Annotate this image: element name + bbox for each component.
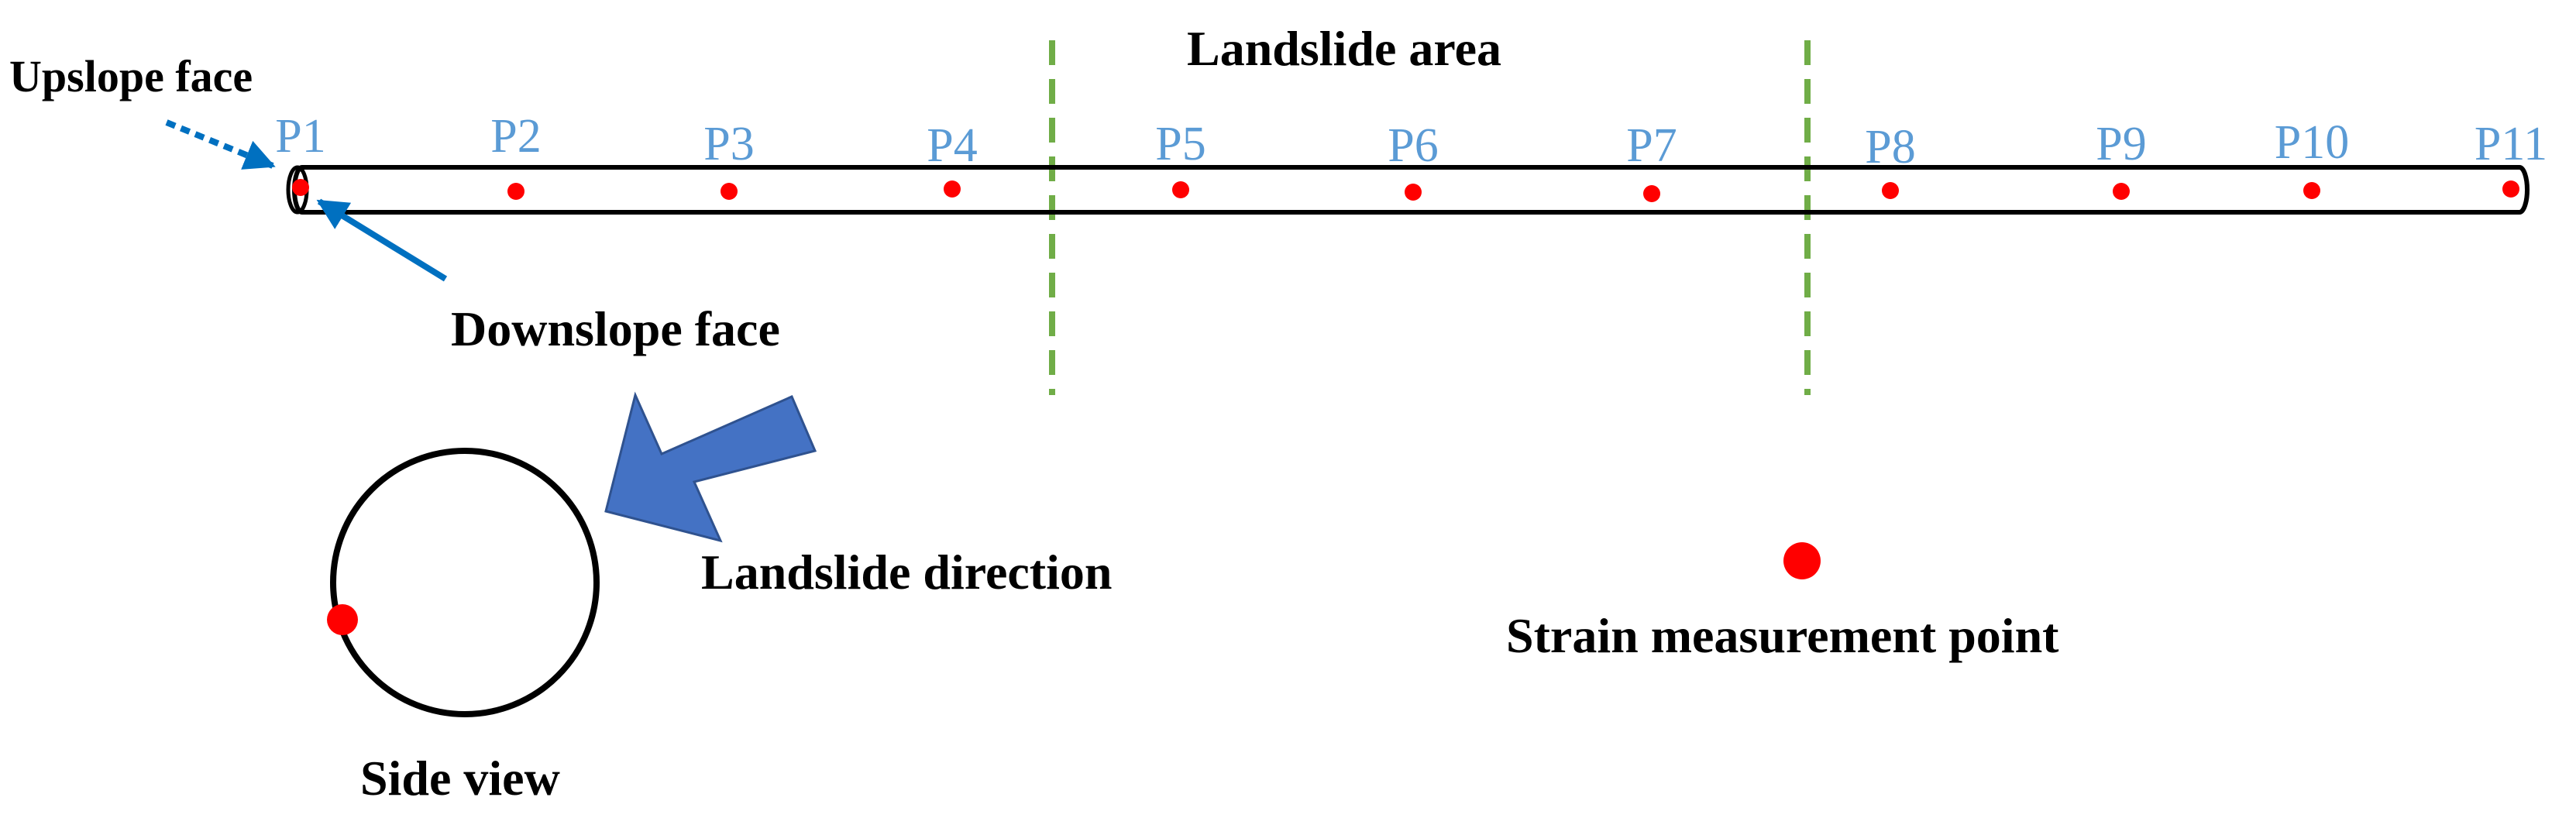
- point-label-p8: P8: [1865, 121, 1915, 174]
- strain-point-p1: [292, 179, 309, 196]
- measurement-points: P1 P2 P3 P4 P5 P6 P7 P8 P9 P10 P11: [275, 110, 2547, 202]
- strain-point-p10: [2303, 182, 2320, 199]
- point-label-p9: P9: [2096, 118, 2146, 170]
- point-label-p1: P1: [275, 110, 325, 163]
- landslide-area-title: Landslide area: [1187, 21, 1501, 76]
- strain-point-p2: [507, 183, 524, 200]
- point-label-p11: P11: [2475, 118, 2547, 170]
- point-label-p6: P6: [1388, 119, 1438, 172]
- upslope-face-label: Upslope face: [9, 51, 253, 101]
- point-label-p10: P10: [2275, 116, 2349, 169]
- legend-strain-point-marker: [1783, 542, 1821, 579]
- legend-strain-point-label: Strain measurement point: [1506, 608, 2059, 663]
- strain-point-p8: [1882, 182, 1899, 199]
- downslope-face-label: Downslope face: [451, 301, 780, 356]
- strain-point-p5: [1172, 181, 1189, 198]
- point-label-p3: P3: [703, 118, 754, 170]
- strain-point-p7: [1643, 185, 1660, 202]
- strain-point-p9: [2113, 183, 2130, 200]
- strain-point-p6: [1405, 184, 1422, 201]
- side-view-label: Side view: [360, 751, 560, 806]
- landslide-direction-label: Landslide direction: [701, 545, 1112, 600]
- dotted-arrow-icon: [165, 119, 276, 170]
- point-label-p7: P7: [1626, 119, 1677, 172]
- point-label-p5: P5: [1155, 118, 1205, 170]
- strain-point-p11: [2502, 180, 2519, 198]
- strain-point-p3: [721, 183, 738, 200]
- strain-point-p4: [944, 180, 961, 198]
- block-arrow-icon: [604, 391, 817, 543]
- solid-arrow-icon: [316, 198, 448, 282]
- point-label-p2: P2: [490, 110, 541, 163]
- side-view-circle: [330, 448, 600, 717]
- point-label-p4: P4: [927, 119, 977, 172]
- side-view-strain-point: [327, 604, 358, 635]
